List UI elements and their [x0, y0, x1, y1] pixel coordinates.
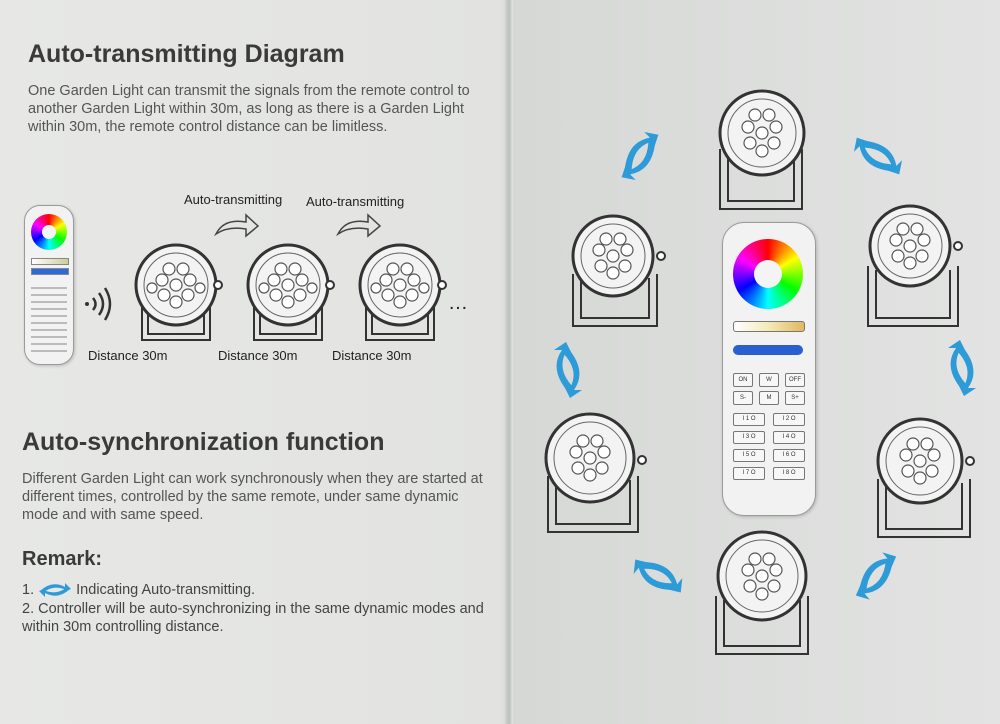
small-remote-icon	[24, 205, 74, 365]
on-button: ON	[733, 373, 753, 387]
color-wheel-icon	[733, 239, 803, 309]
small-remote-keypad	[31, 282, 67, 352]
zone-button: I 6 O	[773, 449, 805, 462]
garden-light-icon	[876, 417, 975, 538]
zone-button: I 3 O	[733, 431, 765, 444]
speed-down-button: S-	[733, 391, 753, 405]
zone-button: I 1 O	[733, 413, 765, 426]
signal-waves-icon	[85, 287, 112, 321]
w-button: W	[759, 373, 779, 387]
garden-light-icon	[715, 530, 809, 655]
zone-button: I 7 O	[733, 467, 765, 480]
auto-synchronization-description: Different Garden Light can work synchron…	[22, 471, 483, 523]
brightness-slider	[733, 345, 803, 355]
zone-button: I 8 O	[773, 467, 805, 480]
double-arrow-icon	[853, 137, 903, 175]
remark-item-1-text: Indicating Auto-transmitting.	[76, 582, 256, 598]
double-arrow-icon	[39, 583, 72, 598]
title-auto-transmitting: Auto-transmitting Diagram	[28, 40, 345, 68]
ellipsis: …	[448, 292, 468, 314]
garden-light-icon	[718, 89, 806, 210]
remark-item-1-number: 1.	[22, 582, 35, 598]
remark-item-2: 2. Controller will be auto-synchronizing…	[22, 601, 484, 635]
white-temperature-bar	[733, 321, 805, 332]
garden-light-icon	[246, 243, 335, 341]
garden-light-icon	[571, 214, 666, 327]
garden-light-icon	[134, 243, 223, 341]
zone-button: I 4 O	[773, 431, 805, 444]
page-fold	[505, 0, 513, 724]
title-auto-synchronization: Auto-synchronization function	[22, 428, 385, 456]
double-arrow-icon	[554, 342, 582, 398]
label-distance-3: Distance 30m	[332, 348, 412, 363]
remark-item-1: 1. Indicating Auto-transmitting.	[22, 582, 255, 598]
auto-transmitting-description: One Garden Light can transmit the signal…	[28, 83, 470, 135]
color-wheel-icon	[31, 214, 67, 250]
mode-button: M	[759, 391, 779, 405]
garden-light-icon	[544, 412, 647, 533]
outline-arrow-icon	[214, 213, 260, 238]
speed-up-button: S+	[785, 391, 805, 405]
label-distance-1: Distance 30m	[88, 348, 168, 363]
label-auto-transmitting-1: Auto-transmitting	[184, 192, 283, 207]
garden-light-icon	[867, 204, 963, 327]
double-arrow-icon	[621, 131, 659, 181]
brightness-bar	[31, 258, 69, 265]
label-auto-transmitting-2: Auto-transmitting	[306, 194, 405, 209]
off-button: OFF	[785, 373, 805, 387]
dots-bar	[31, 268, 69, 275]
zone-button: I 2 O	[773, 413, 805, 426]
double-arrow-icon	[633, 559, 683, 593]
garden-light-icon	[358, 243, 447, 341]
remark-title: Remark:	[22, 548, 103, 570]
outline-arrow-icon	[336, 213, 382, 238]
double-arrow-icon	[855, 552, 897, 600]
label-distance-2: Distance 30m	[218, 348, 298, 363]
double-arrow-icon	[948, 340, 976, 396]
large-remote-icon: ON W OFF S- M S+ I 1 O I 2 O I 3 O I 4 O…	[722, 222, 816, 516]
zone-button: I 5 O	[733, 449, 765, 462]
